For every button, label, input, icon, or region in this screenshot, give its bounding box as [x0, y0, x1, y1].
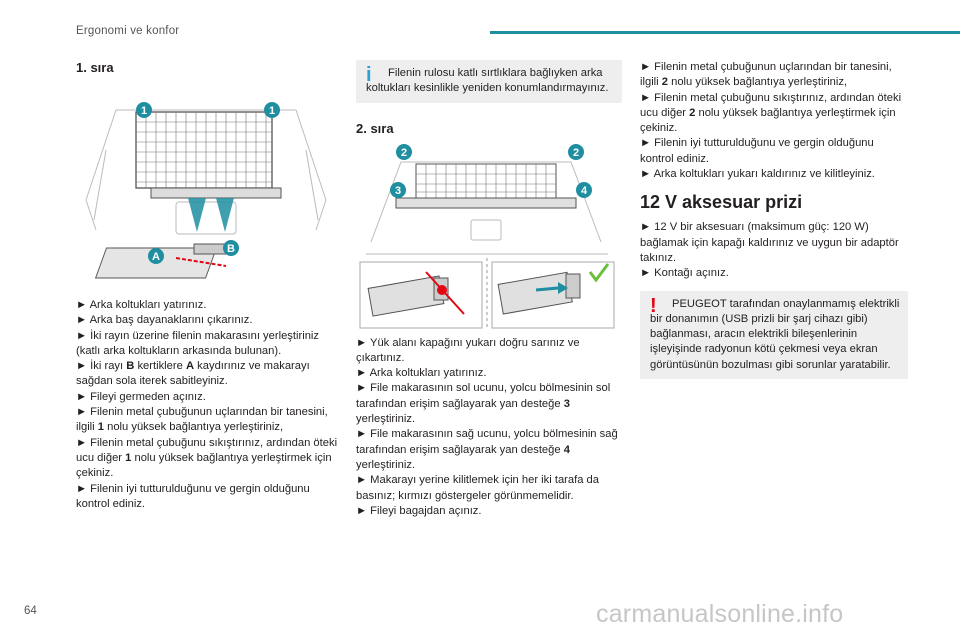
row1-step-5: ► Fileyi germeden açınız.: [76, 390, 206, 403]
tip-box: i Filenin rulosu katlı sırtlıklara bağlı…: [356, 60, 622, 103]
row2-heading: 2. sıra: [356, 120, 394, 136]
column-1: 1. sıra: [76, 60, 338, 512]
callout-a-label: A: [152, 251, 160, 263]
row1-step-8: ► Filenin iyi tutturulduğunu ve gergin o…: [76, 482, 310, 510]
row2-step-8: ► Filenin metal çubuğunu sıkıştırınız, a…: [640, 91, 902, 135]
row2-step-2: ► Arka koltukları yatırınız.: [356, 367, 487, 380]
row1-step-6: ► Filenin metal çubuğunun uçlarından bir…: [76, 406, 328, 434]
socket-heading: 12 V aksesuar prizi: [640, 192, 803, 213]
page-number: 64: [24, 605, 37, 617]
socket-step-1: ► 12 V bir aksesuarı (maksimum güç: 120 …: [640, 221, 899, 264]
row2-step-6: ► Fileyi bagajdan açınız.: [356, 504, 482, 517]
row1-heading: 1. sıra: [76, 60, 114, 75]
row1-step-3: ► İki rayın üzerine filenin makarasını y…: [76, 329, 319, 357]
row2-step-4: ► File makarasının sağ ucunu, yolcu bölm…: [356, 428, 618, 471]
column-3: ► Filenin metal çubuğunun uçlarından bir…: [640, 60, 908, 380]
row1-step-7: ► Filenin metal çubuğunu sıkıştırınız, a…: [76, 436, 338, 480]
row2-step-3: ► File makarasının sol ucunu, yolcu bölm…: [356, 382, 611, 426]
row2-step-7: ► Filenin metal çubuğunun uçlarından bir…: [640, 61, 892, 89]
callout-1-left: [136, 102, 152, 118]
callout-b: [223, 240, 239, 256]
row1-illustration: 1 1 A B: [76, 90, 338, 290]
header-accent-bar: [490, 31, 960, 34]
row2-illustration: 2 2 3 4: [356, 141, 618, 332]
header-title: Ergonomi ve konfor: [76, 25, 180, 37]
warning-icon: !: [650, 294, 657, 317]
info-icon: i: [366, 64, 372, 86]
callout-a: [148, 248, 164, 264]
row2-illustration-svg: 2 2 3 4: [359, 143, 615, 329]
callout-3-label: 3: [395, 185, 401, 197]
row1-step-1: ► Arka koltukları yatırınız.: [76, 299, 207, 311]
column-2: i Filenin rulosu katlı sırtlıklara bağlı…: [356, 60, 622, 519]
callout-2-right-label: 2: [573, 147, 579, 159]
callout-4: [576, 181, 592, 198]
callout-3: [390, 181, 406, 198]
watermark: carmanualsonline.info: [596, 600, 844, 628]
row2-step-1: ► Yük alanı kapağını yukarı doğru sarını…: [356, 336, 580, 364]
row2-step-10: ► Arka koltukları yukarı kaldırınız ve k…: [640, 168, 875, 181]
socket-step-2: ► Kontağı açınız.: [640, 267, 729, 280]
callout-1-right: [264, 102, 280, 118]
callout-2-left-label: 2: [401, 147, 407, 159]
tip-text: Filenin rulosu katlı sırtlıklara bağlıyk…: [366, 67, 609, 95]
row2-step-9: ► Filenin iyi tutturulduğunu ve gergin o…: [640, 137, 874, 165]
warning-box: ! PEUGEOT tarafından onaylanmamış elektr…: [640, 290, 908, 380]
callout-b-label: B: [227, 243, 235, 255]
callout-2-right: [568, 143, 584, 160]
row1-step-2: ► Arka baş dayanaklarını çıkarınız.: [76, 314, 253, 327]
callout-4-label: 4: [581, 185, 588, 197]
callout-1-left-label: 1: [141, 105, 147, 117]
row1-illustration-svg: 1 1 A B: [85, 102, 327, 279]
row2-step-5: ► Makarayı yerine kilitlemek için her ik…: [356, 474, 599, 502]
callout-1-right-label: 1: [269, 105, 275, 117]
callout-2-left: [396, 143, 412, 160]
warning-text: PEUGEOT tarafından onaylanmamış elektrik…: [650, 297, 900, 371]
row1-step-4: ► İki rayı B kertiklere A kaydırınız ve …: [76, 360, 310, 388]
